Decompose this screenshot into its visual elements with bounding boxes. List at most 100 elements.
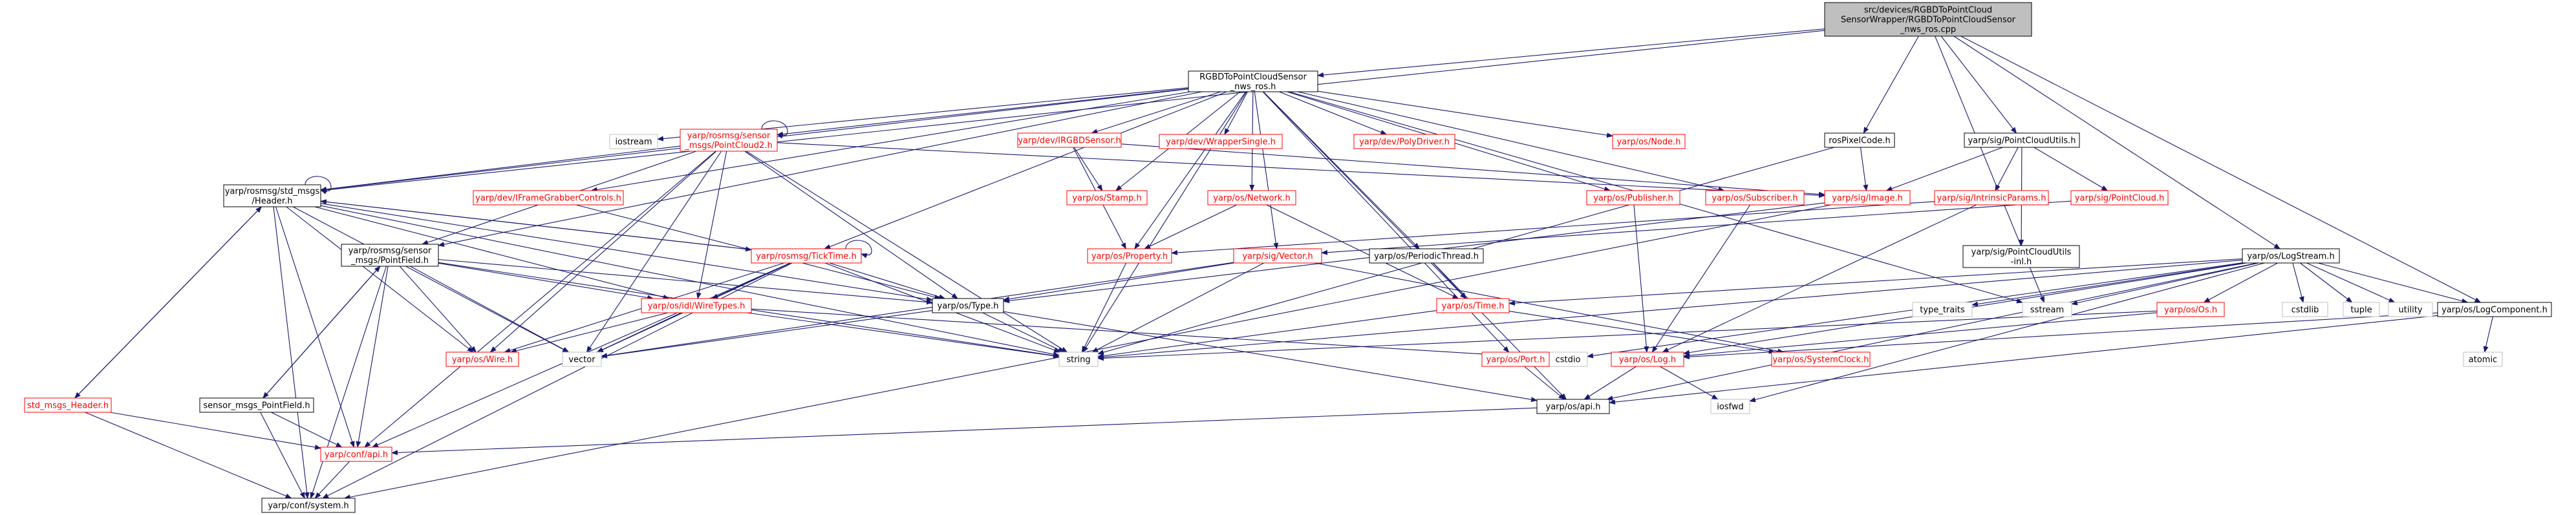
node-yarp-os-node-h[interactable]: yarp/os/Node.h (1612, 134, 1686, 149)
node-yarp-os-os-h[interactable]: yarp/os/Os.h (2156, 302, 2225, 317)
node-box (680, 129, 778, 152)
node-box (2070, 190, 2169, 205)
node-label: yarp/sig/PointCloudUtils (1971, 247, 2072, 257)
edge-hdr-to-str (320, 205, 1060, 357)
node-box (2437, 302, 2552, 317)
edge-pc2-to-str (746, 151, 1068, 353)
node-label: vector (568, 355, 596, 365)
node-atomic: atomic (2463, 352, 2503, 367)
node-label: yarp/os/Type.h (938, 302, 999, 311)
node-rospixelcode-h[interactable]: rosPixelCode.h (1824, 132, 1895, 148)
node-box (1771, 352, 1871, 367)
node-yarp-os-stamp-h[interactable]: yarp/os/Stamp.h (1066, 190, 1148, 205)
edge-idlwire-to-vec (596, 312, 682, 353)
node-yarp-os-network-h[interactable]: yarp/os/Network.h (1207, 190, 1296, 205)
node-yarp-sig-image-h[interactable]: yarp/sig/Image.h (1824, 190, 1911, 205)
node-tuple: tuple (2343, 302, 2380, 317)
node-box (1233, 248, 1322, 264)
edge-publisher-to-oslog (1633, 204, 1649, 353)
edge-ticktime-to-ostype (829, 262, 946, 300)
node-box (1824, 2, 2032, 37)
node-yarp-os-time-h[interactable]: yarp/os/Time.h (1436, 298, 1510, 313)
node-yarp-sig-pointcloud-h[interactable]: yarp/sig/PointCloud.h (2070, 190, 2169, 205)
edge-irgbd-to-image (1121, 143, 1825, 197)
node-yarp-rosmsg-std-msgs-header-h[interactable]: yarp/rosmsg/std_msgs/Header.h (223, 184, 321, 207)
node-std-msgs-header-h[interactable]: std_msgs_Header.h (24, 397, 112, 413)
node-label: yarp/os/SystemClock.h (1773, 355, 1869, 365)
edge-network-to-property (1144, 204, 1238, 249)
edge-osos-to-str (1097, 310, 2158, 361)
node-box (1962, 245, 2080, 268)
node-yarp-os-idl-wiretypes-h[interactable]: yarp/os/idl/WireTypes.h (641, 298, 752, 313)
node-yarp-os-logstream-h[interactable]: yarp/os/LogStream.h (2242, 248, 2340, 264)
node-cstdlib: cstdlib (2282, 302, 2328, 317)
node-yarp-os-port-h[interactable]: yarp/os/Port.h (1481, 352, 1550, 367)
node-yarp-sig-pointcloudutils-h[interactable]: yarp/sig/PointCloudUtils.h (1964, 132, 2080, 148)
node-yarp-os-log-h[interactable]: yarp/os/Log.h (1611, 352, 1684, 367)
node-yarp-os-property-h[interactable]: yarp/os/Property.h (1087, 248, 1172, 264)
node-box (1710, 399, 1750, 414)
node-yarp-sig-vector-h[interactable]: yarp/sig/Vector.h (1233, 248, 1322, 264)
node-yarp-rosmsg-sensor-msgs-pointcloud2-h[interactable]: yarp/rosmsg/sensor_msgs/PointCloud2.h (680, 129, 778, 152)
edge-hdr-to-ostype (320, 203, 933, 302)
node-yarp-os-periodicthread-h[interactable]: yarp/os/PeriodicThread.h (1369, 248, 1484, 264)
node-yarp-sig-intrinsicparams-h[interactable]: yarp/sig/IntrinsicParams.h (1934, 190, 2049, 205)
node-sensor-msgs-pointfield-h[interactable]: sensor_msgs_PointField.h (199, 397, 314, 413)
edge-ostype-to-str (982, 312, 1065, 353)
node-label: iosfwd (1717, 403, 1744, 412)
node-label: yarp/sig/PointCloudUtils.h (1968, 136, 2076, 146)
node-yarp-dev-wrappersingle-h[interactable]: yarp/dev/WrapperSingle.h (1159, 134, 1283, 149)
node-label: rosPixelCode.h (1829, 136, 1891, 146)
node-yarp-dev-irgbdsensor-h[interactable]: yarp/dev/IRGBDSensor.h (1017, 132, 1122, 148)
node-yarp-conf-system-h[interactable]: yarp/conf/system.h (261, 498, 356, 513)
edge-logstream-to-osapi (1606, 262, 2257, 401)
edge-rgbdnws-to-pc2 (777, 88, 1189, 137)
node-yarp-dev-iframegrabbercontrols-h[interactable]: yarp/dev/IFrameGrabberControls.h (473, 190, 624, 205)
node-box (1159, 134, 1283, 149)
edge-osport-to-osapi (1524, 366, 1565, 400)
node-box (1611, 352, 1684, 367)
node-label: yarp/os/Node.h (1616, 138, 1680, 147)
node-label: yarp/sig/IntrinsicParams.h (1937, 194, 2046, 204)
edge-rgbdnws-to-property (1134, 91, 1247, 249)
edge-pointfield-to-vec (410, 266, 570, 353)
node-yarp-os-wire-h[interactable]: yarp/os/Wire.h (445, 352, 519, 367)
edge-pc2-to-confapi (364, 151, 716, 448)
node-yarp-os-systemclock-h[interactable]: yarp/os/SystemClock.h (1771, 352, 1871, 367)
node-label: yarp/os/Property.h (1091, 252, 1168, 262)
node-yarp-os-api-h[interactable]: yarp/os/api.h (1536, 399, 1610, 414)
edge-rgbdnws-to-str (1082, 91, 1247, 353)
edge-hdr-self-loop (305, 176, 332, 194)
node-yarp-os-publisher-h[interactable]: yarp/os/Publisher.h (1586, 190, 1680, 205)
node-yarp-dev-polydriver-h[interactable]: yarp/dev/PolyDriver.h (1353, 134, 1455, 149)
node-label: type_traits (1920, 306, 1965, 315)
node-yarp-rosmsg-ticktime-h[interactable]: yarp/rosmsg/TickTime.h (751, 248, 862, 264)
node-yarp-rosmsg-sensor-msgs-pointfield-h[interactable]: yarp/rosmsg/sensor_msgs/PointField.h (341, 244, 439, 267)
edge-periodic-to-osapi (1433, 262, 1567, 400)
node-yarp-os-subscriber-h[interactable]: yarp/os/Subscriber.h (1705, 190, 1805, 205)
node-box (1188, 70, 1318, 92)
edge-ticktime-to-confsys (322, 262, 793, 499)
edge-idlwire-to-cstdio (751, 308, 1549, 361)
node-yarp-conf-api-h[interactable]: yarp/conf/api.h (320, 447, 392, 462)
node-yarp-os-type-h[interactable]: yarp/os/Type.h (932, 298, 1004, 313)
edge-oslog-to-iosfwd (1660, 366, 1719, 400)
node-cstdio: cstdio (1548, 352, 1588, 367)
node-label: tuple (2350, 306, 2372, 315)
node-box (1705, 190, 1805, 205)
node-label: yarp/os/Stamp.h (1072, 194, 1141, 204)
edge-pcu-to-intrinsic (1995, 147, 2019, 191)
edge-ticktime-to-hdr (320, 199, 752, 250)
node-yarp-sig-pointcloudutils-inl-h[interactable]: yarp/sig/PointCloudUtils-inl.h (1962, 245, 2080, 268)
edge-rgbdnws-to-osnode (1317, 90, 1613, 138)
node-yarp-os-logcomponent-h[interactable]: yarp/os/LogComponent.h (2437, 302, 2552, 317)
edge-pc2-to-image (777, 142, 1825, 198)
edge-logstream-to-logcomp (2317, 262, 2469, 304)
node-box (751, 248, 862, 264)
node-rgbdtopointcloudsensor-nws-ros-h[interactable]: RGBDToPointCloudSensor_nws_ros.h (1188, 70, 1318, 92)
node-label: yarp/os/Time.h (1442, 302, 1505, 311)
edge-vector-to-ostype (1003, 262, 1234, 302)
edge-root-to-logcomp (1960, 36, 2482, 303)
node-label: yarp/os/Wire.h (452, 355, 513, 365)
node-iosfwd: iosfwd (1710, 399, 1750, 414)
